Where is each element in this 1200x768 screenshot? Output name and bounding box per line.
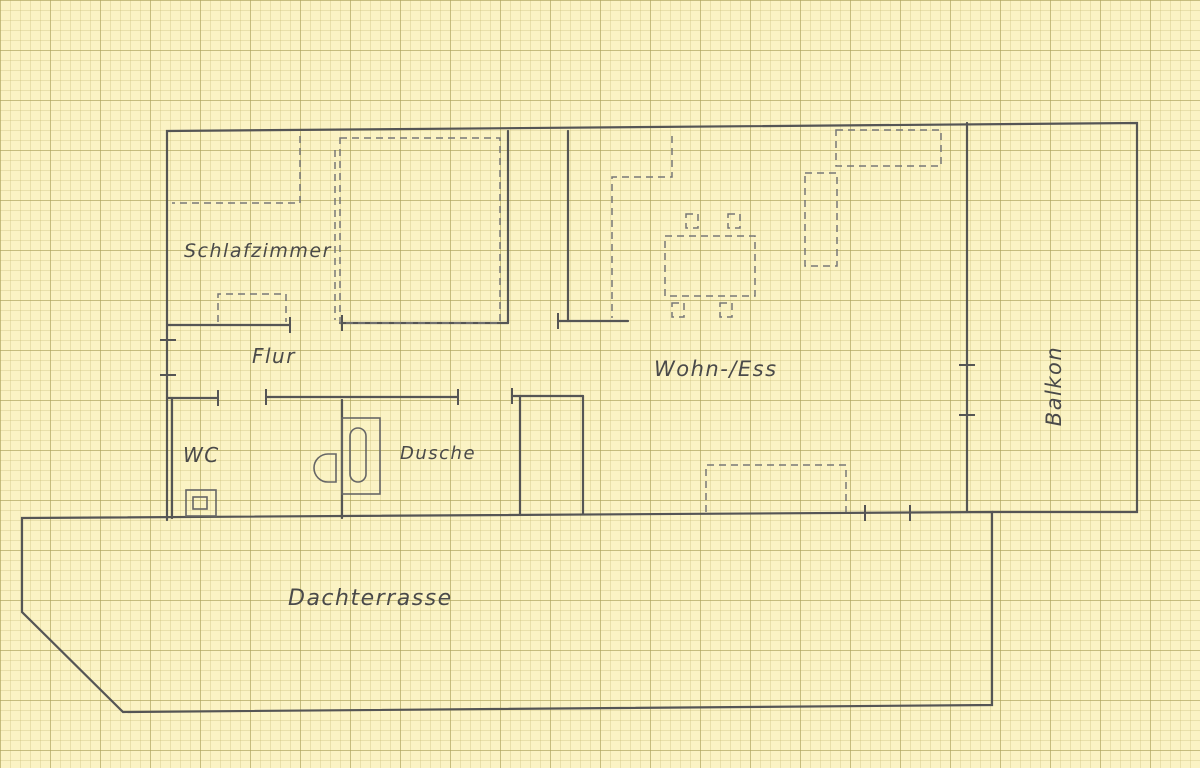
room-label-balkon: Balkon	[1042, 345, 1067, 427]
room-label-schlafzimmer: Schlafzimmer	[184, 240, 332, 262]
door-ticks	[160, 313, 975, 521]
bathroom-fixtures	[185, 417, 381, 517]
living-furniture	[611, 129, 942, 512]
bedroom-furniture	[172, 136, 501, 324]
room-label-flur: Flur	[252, 344, 296, 368]
room-label-wc: WC	[183, 443, 220, 467]
room-label-dachterrasse: Dachterrasse	[288, 586, 453, 611]
outer-walls	[165, 121, 1139, 522]
roof-terrace-outline	[20, 510, 994, 714]
room-label-wohn-ess: Wohn-/Ess	[654, 357, 778, 381]
room-label-dusche: Dusche	[400, 443, 477, 464]
